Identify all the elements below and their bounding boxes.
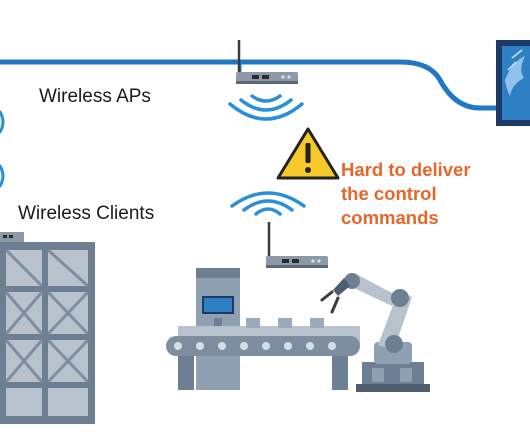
access-points-label: Wireless APs	[39, 86, 151, 107]
network-cable	[0, 59, 501, 111]
warning-text: Hard to deliver the control commands	[341, 158, 471, 230]
wifi-signal-icon	[228, 94, 304, 121]
warning-line: commands	[341, 207, 439, 228]
wifi-signal-icon	[0, 110, 5, 188]
warning-line: Hard to deliver	[341, 159, 471, 180]
robot-arm-icon	[320, 273, 430, 392]
clients-label: Wireless Clients	[18, 203, 155, 224]
storage-rack-icon	[0, 232, 95, 424]
access-point-icon	[266, 222, 328, 268]
warning-line: the control	[341, 183, 437, 204]
conveyor-machine-icon	[166, 268, 360, 390]
wifi-signal-icon	[230, 191, 306, 216]
monitor-icon	[496, 40, 530, 126]
warning-triangle-icon	[276, 127, 340, 180]
access-point-icon	[236, 40, 298, 84]
